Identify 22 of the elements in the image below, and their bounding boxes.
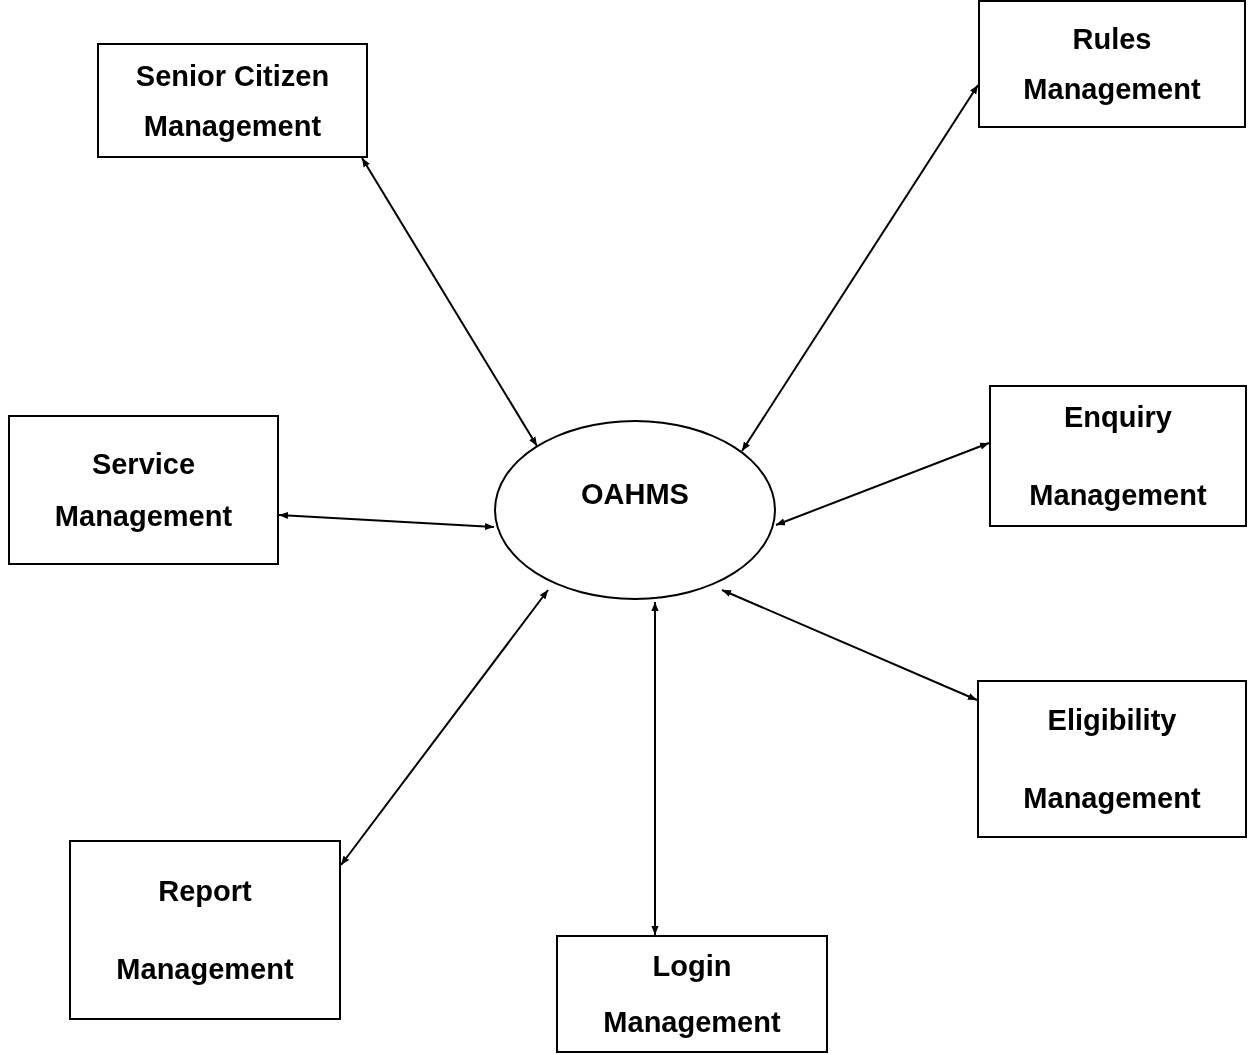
double-arrow: [741, 84, 979, 452]
double-arrow: [340, 589, 549, 866]
double-arrow: [361, 157, 538, 447]
double-arrow: [721, 589, 978, 701]
node-label: OAHMS: [580, 477, 690, 512]
double-arrow: [775, 442, 990, 526]
node-label: Senior Citizen Management: [134, 58, 331, 144]
node-label: Enquiry Management: [1028, 400, 1208, 513]
module-box: [556, 935, 828, 1053]
module-box: [978, 0, 1246, 128]
module-box: [97, 43, 368, 158]
node-label: Service Management: [53, 447, 234, 534]
module-box: [8, 415, 279, 565]
node-label: Login Management: [602, 949, 782, 1040]
node-label: Rules Management: [1022, 22, 1202, 107]
module-box: [989, 385, 1247, 527]
module-box: [69, 840, 341, 1020]
node-label: Report Management: [115, 874, 295, 987]
module-box: [977, 680, 1247, 838]
double-arrow: [278, 511, 495, 531]
node-label: Eligibility Management: [1022, 703, 1202, 816]
double-arrow: [651, 601, 659, 936]
